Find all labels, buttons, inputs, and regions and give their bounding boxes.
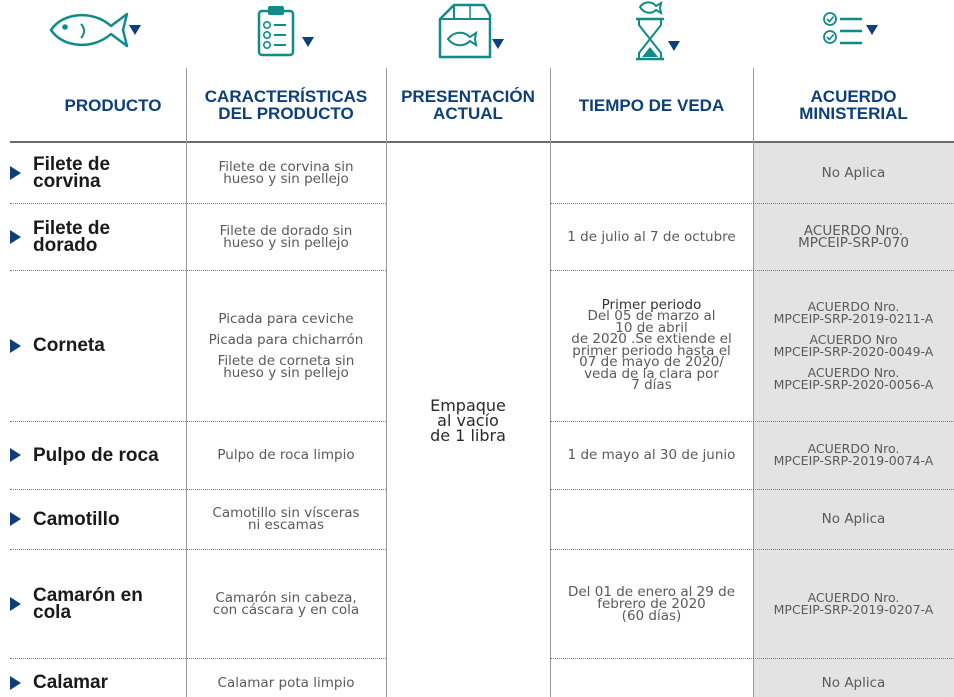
caracteristicas-icon-cell: [186, 0, 386, 62]
checklist-icon: [822, 12, 878, 45]
acuerdo-cell: No Aplica: [753, 489, 954, 549]
row-divider: [10, 549, 386, 550]
caracteristica-text: Camarón sin cabeza, con cáscara y en col…: [212, 589, 360, 618]
row-divider: [550, 421, 954, 422]
acuerdo-cell: ACUERDO Nro. MPCEIP-SRP-070: [753, 203, 954, 270]
acuerdo-text: ACUERDO Nro. MPCEIP-SRP-070: [798, 222, 909, 251]
veda-cell: 1 de mayo al 30 de junio: [550, 421, 753, 489]
row-divider: [10, 421, 386, 422]
veda-text: Del 05 de marzo al 10 de abril de 2020 .…: [571, 308, 732, 393]
bullet-triangle-icon: [10, 338, 21, 353]
header-veda: TIEMPO DE VEDA: [578, 95, 725, 115]
acuerdo-text: ACUERDO Nro MPCEIP-SRP-2020-0049-A: [773, 331, 934, 359]
row-divider: [10, 489, 386, 490]
veda-title: Primer periodo: [601, 296, 702, 313]
acuerdo-column-background: [753, 143, 954, 697]
presentacion-icon-cell: [386, 0, 550, 62]
row-divider: [10, 270, 386, 271]
acuerdo-text: No Aplica: [821, 511, 886, 527]
acuerdo-cell: ACUERDO Nro. MPCEIP-SRP-2019-0207-A: [753, 549, 954, 658]
producto-label: Corneta: [33, 335, 105, 356]
column-divider: [186, 68, 187, 697]
acuerdo-text: No Aplica: [821, 674, 886, 691]
acuerdo-cell: No Aplica: [753, 143, 954, 203]
bullet-triangle-icon: [10, 512, 21, 526]
row-divider: [550, 203, 954, 204]
clipboard-checklist-icon: [257, 6, 314, 57]
acuerdo-text: ACUERDO Nro. MPCEIP-SRP-2019-0211-A: [773, 298, 934, 326]
presentacion-text: Empaque al vacío de 1 libra: [430, 395, 506, 445]
row-divider: [550, 270, 954, 271]
caracteristica-text: Filete de dorado sin hueso y sin pellejo: [219, 222, 353, 251]
veda-icon-cell: [550, 0, 753, 62]
producto-label: Camarón en cola: [33, 584, 143, 623]
acuerdo-text: ACUERDO Nro. MPCEIP-SRP-2019-0074-A: [773, 441, 934, 468]
producto-corneta: Corneta: [10, 270, 185, 421]
column-divider: [550, 68, 551, 697]
producto-calamar: Calamar: [10, 658, 185, 697]
producto-filete-dorado: Filete de dorado: [10, 203, 185, 270]
bullet-triangle-icon: [10, 166, 21, 180]
row-divider: [10, 658, 386, 659]
caracteristicas-cell: Picada para ceviche Picada para chicharr…: [186, 270, 386, 421]
bullet-triangle-icon: [10, 448, 21, 462]
veda-cell: Del 01 de enero al 29 de febrero de 2020…: [550, 549, 753, 658]
producto-camaron-cola: Camarón en cola: [10, 549, 185, 658]
caracteristica-text: Camotillo sin vísceras ni escamas: [212, 505, 360, 533]
acuerdo-text: No Aplica: [821, 165, 886, 181]
producto-filete-corvina: Filete de corvina: [10, 143, 185, 203]
acuerdo-icon-cell: [753, 0, 954, 62]
column-divider: [386, 68, 387, 697]
caracteristicas-cell: Calamar pota limpio: [186, 658, 386, 697]
caracteristicas-cell: Camotillo sin vísceras ni escamas: [186, 489, 386, 549]
bullet-triangle-icon: [10, 675, 21, 690]
hourglass-fish-icon: [635, 1, 680, 61]
producto-camotillo: Camotillo: [10, 489, 185, 549]
column-divider: [753, 68, 754, 697]
caracteristicas-cell: Camarón sin cabeza, con cáscara y en col…: [186, 549, 386, 658]
caracteristicas-cell: Pulpo de roca limpio: [186, 421, 386, 489]
veda-text: 1 de mayo al 30 de junio: [567, 447, 736, 463]
row-divider: [550, 658, 954, 659]
header-caracteristicas: CARACTERÍSTICAS DEL PRODUCTO: [204, 87, 368, 123]
acuerdo-text: ACUERDO Nro. MPCEIP-SRP-2020-0056-A: [773, 364, 934, 392]
producto-label: Pulpo de roca: [33, 444, 159, 466]
caracteristica-text: Filete de corneta sin hueso y sin pellej…: [217, 352, 355, 381]
acuerdo-cell: ACUERDO Nro. MPCEIP-SRP-2019-0211-A ACUE…: [753, 270, 954, 421]
row-divider: [550, 489, 954, 490]
acuerdo-cell: No Aplica: [753, 658, 954, 697]
producto-pulpo-roca: Pulpo de roca: [10, 421, 185, 489]
fish-package-icon: [438, 3, 504, 59]
header-divider: [10, 141, 954, 143]
producto-label: Calamar: [33, 672, 108, 693]
header-acuerdo: ACUERDO MINISTERIAL: [799, 87, 908, 123]
caracteristica-text: Picada para ceviche: [218, 310, 354, 327]
acuerdo-cell: ACUERDO Nro. MPCEIP-SRP-2019-0074-A: [753, 421, 954, 489]
producto-label: Filete de dorado: [33, 217, 111, 256]
presentacion-cell: Empaque al vacío de 1 libra: [386, 143, 550, 697]
fish-icon: [49, 12, 141, 48]
producto-label: Filete de corvina: [33, 154, 111, 192]
caracteristicas-cell: Filete de corvina sin hueso y sin pellej…: [186, 143, 386, 203]
caracteristica-text: Calamar pota limpio: [217, 674, 355, 691]
bullet-triangle-icon: [10, 229, 21, 244]
caracteristicas-cell: Filete de dorado sin hueso y sin pellejo: [186, 203, 386, 270]
veda-cell: 1 de julio al 7 de octubre: [550, 203, 753, 270]
header-presentacion: PRESENTACIÓN ACTUAL: [401, 87, 535, 123]
veda-cell: Primer periodo Del 05 de marzo al 10 de …: [550, 270, 753, 421]
producto-label: Camotillo: [33, 508, 120, 530]
veda-text: 1 de julio al 7 de octubre: [567, 228, 736, 245]
veda-text: Del 01 de enero al 29 de febrero de 2020…: [567, 583, 735, 624]
row-divider: [10, 203, 386, 204]
acuerdo-text: ACUERDO Nro. MPCEIP-SRP-2019-0207-A: [773, 589, 934, 617]
row-divider: [550, 549, 954, 550]
caracteristica-text: Filete de corvina sin hueso y sin pellej…: [218, 159, 354, 187]
caracteristica-text: Pulpo de roca limpio: [217, 447, 355, 463]
header-producto: PRODUCTO: [64, 95, 162, 115]
bullet-triangle-icon: [10, 596, 21, 611]
producto-icon-cell: [0, 0, 186, 62]
caracteristica-text: Picada para chicharrón: [208, 331, 364, 348]
